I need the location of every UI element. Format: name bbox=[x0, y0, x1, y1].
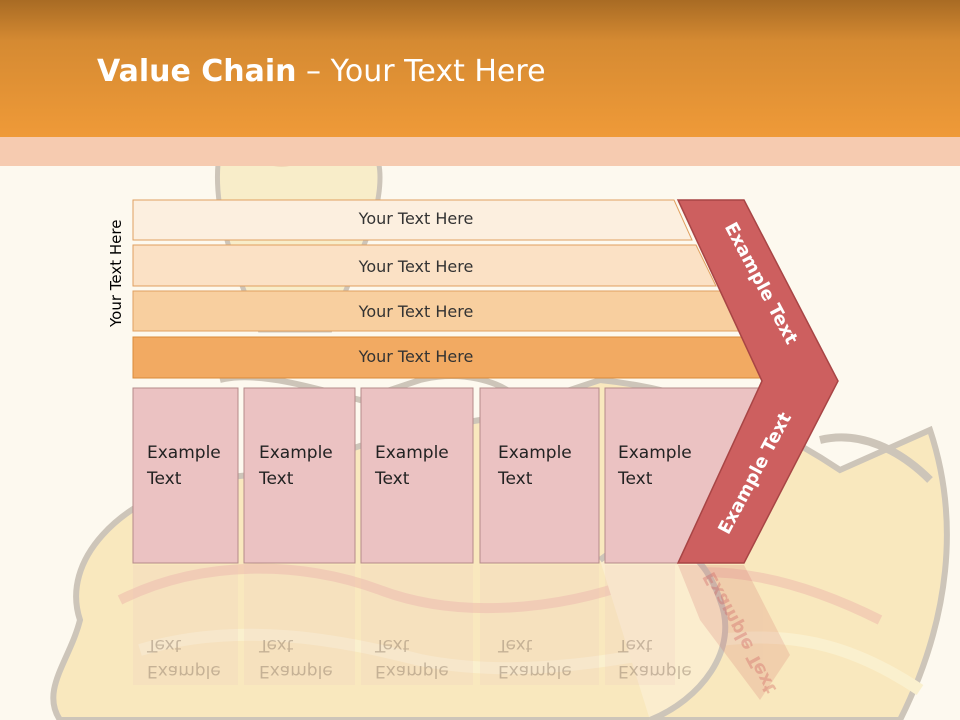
activity-box-1 bbox=[132, 387, 239, 564]
row-band-1 bbox=[132, 199, 693, 241]
title-rest: – Your Text Here bbox=[296, 54, 546, 89]
box-reflection-1-line1: Example bbox=[147, 661, 221, 681]
box-reflection-4-line2: Text bbox=[498, 635, 533, 655]
box-reflection-3: Example Text bbox=[375, 632, 449, 684]
title-bold: Value Chain bbox=[97, 54, 297, 89]
box-reflection-4-line1: Example bbox=[498, 661, 572, 681]
row-label-1: Your Text Here bbox=[358, 209, 474, 228]
box-label-1-line1: Example bbox=[147, 443, 221, 463]
box-reflection-3-line2: Text bbox=[375, 635, 410, 655]
row-band-2 bbox=[132, 244, 717, 287]
box-label-1-line2: Text bbox=[147, 469, 182, 489]
title-stripe bbox=[0, 137, 960, 166]
title-bar bbox=[0, 0, 960, 137]
box-label-4-line1: Example bbox=[498, 443, 572, 463]
box-label-5-line2: Text bbox=[618, 469, 653, 489]
activity-box-4 bbox=[479, 387, 600, 564]
box-reflection-5-line2: Text bbox=[618, 635, 653, 655]
activity-box-3 bbox=[360, 387, 474, 564]
box-label-3-line1: Example bbox=[375, 443, 449, 463]
box-reflection-5-line1: Example bbox=[618, 661, 692, 681]
box-reflection-4: Example Text bbox=[498, 632, 572, 684]
box-reflection-3-line1: Example bbox=[375, 661, 449, 681]
box-label-4-line2: Text bbox=[498, 469, 533, 489]
side-label: Your Text Here bbox=[107, 219, 125, 327]
box-label-5-line1: Example bbox=[618, 443, 692, 463]
row-label-3: Your Text Here bbox=[358, 302, 474, 321]
margin-chevron bbox=[676, 199, 839, 564]
box-label-2-line1: Example bbox=[259, 443, 333, 463]
box-reflection-5: Example Text bbox=[618, 632, 692, 684]
box-reflection-2-line2: Text bbox=[259, 635, 294, 655]
box-label-3-line2: Text bbox=[375, 469, 410, 489]
row-label-4: Your Text Here bbox=[358, 347, 474, 366]
box-reflection-2: Example Text bbox=[259, 632, 333, 684]
activity-box-2 bbox=[243, 387, 356, 564]
box-reflection-1-line2: Text bbox=[147, 635, 182, 655]
box-label-2-line2: Text bbox=[259, 469, 294, 489]
box-reflection-2-line1: Example bbox=[259, 661, 333, 681]
box-reflection-1: Example Text bbox=[147, 632, 221, 684]
slide-title: Value Chain – Your Text Here bbox=[97, 54, 546, 89]
row-label-2: Your Text Here bbox=[358, 257, 474, 276]
